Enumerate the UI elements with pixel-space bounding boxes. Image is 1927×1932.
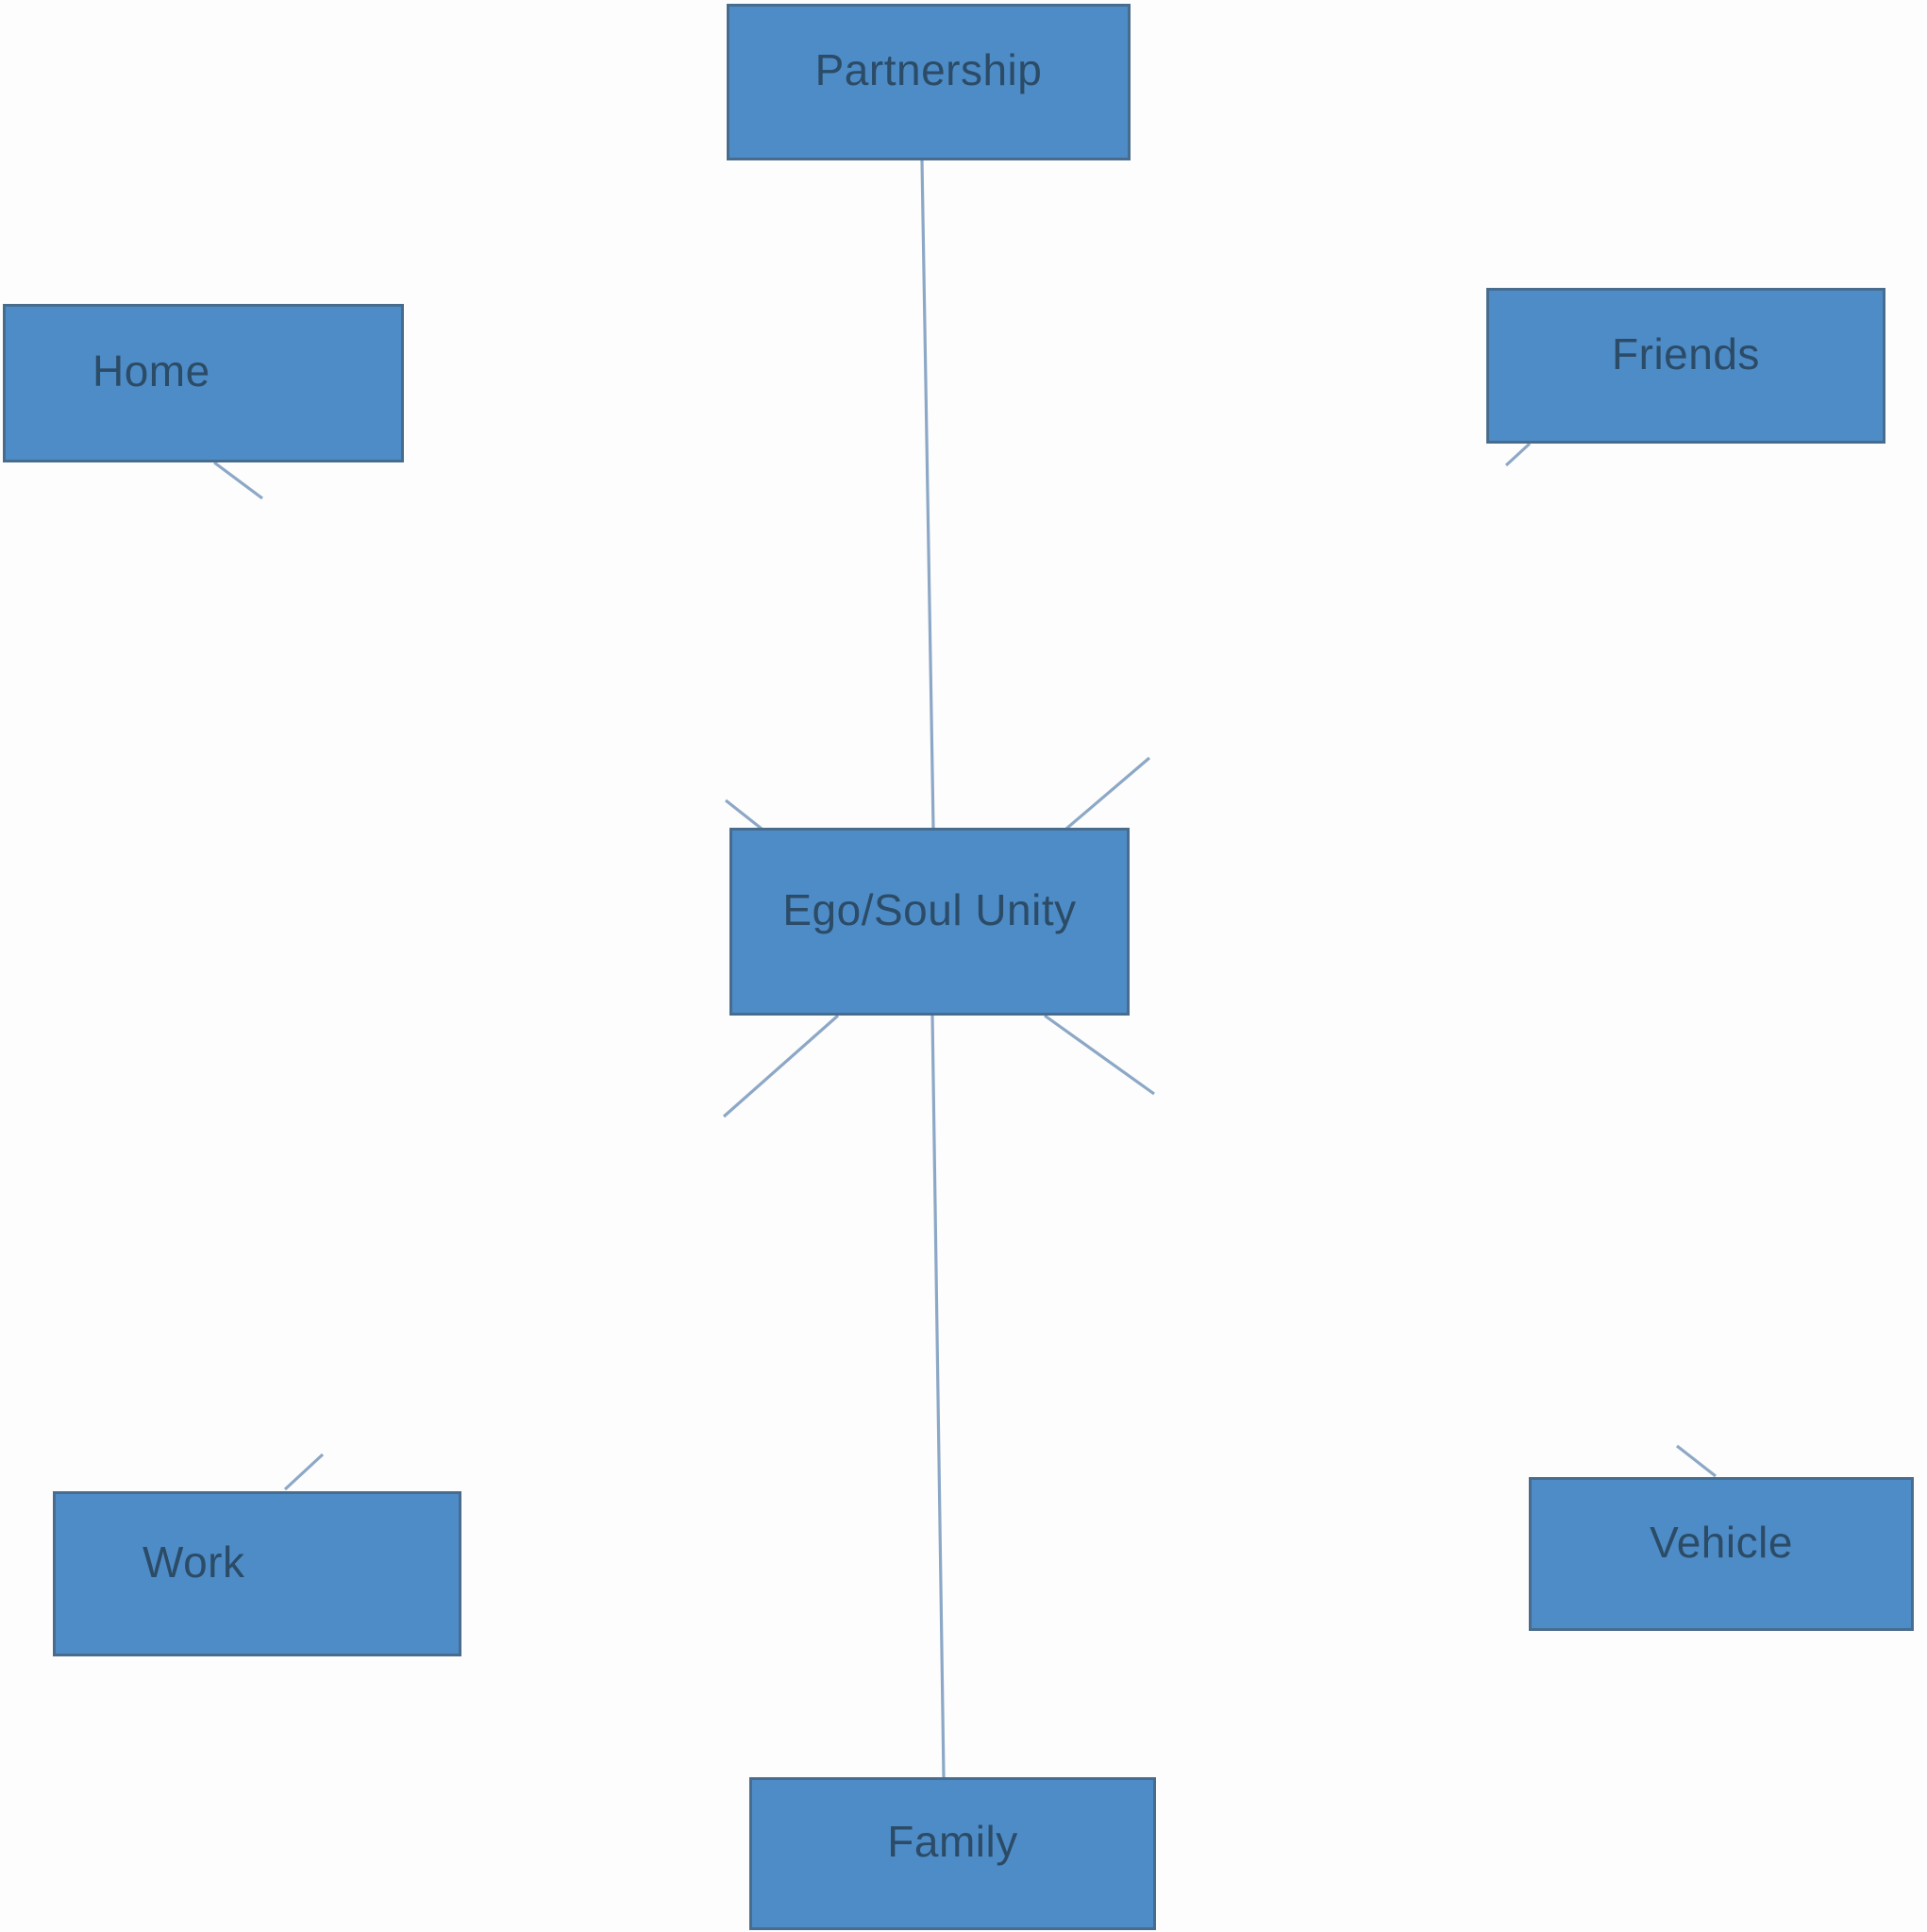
node-partnership: Partnership (727, 4, 1131, 160)
connector-center-lower-left-stub-line (722, 1014, 840, 1118)
connector-friends-stub-line (1504, 442, 1532, 467)
node-family-label: Family (887, 1817, 1018, 1866)
connector-vehicle-stub-line (1676, 1444, 1717, 1478)
connector-partnership-center-line (920, 160, 935, 829)
connector-center-lower-right-stub-line (1044, 1014, 1155, 1096)
node-family: Family (749, 1777, 1156, 1930)
node-home-label: Home (92, 346, 210, 395)
connector-home-stub-line (213, 461, 263, 500)
node-vehicle: Vehicle (1529, 1477, 1914, 1631)
node-ego-soul-unity: Ego/Soul Unity (729, 828, 1130, 1016)
connector-center-upper-right-stub-line (1064, 756, 1151, 831)
node-ego-soul-unity-label: Ego/Soul Unity (782, 884, 1077, 934)
node-work: Work (53, 1491, 461, 1656)
node-home: Home (3, 304, 404, 462)
node-friends-label: Friends (1612, 328, 1760, 378)
node-partnership-label: Partnership (814, 45, 1043, 94)
node-vehicle-label: Vehicle (1650, 1517, 1793, 1567)
node-work-label: Work (142, 1537, 245, 1587)
connector-work-stub-line (283, 1453, 325, 1491)
node-friends: Friends (1486, 288, 1885, 444)
connector-center-upper-left-stub-line (725, 798, 762, 831)
connector-center-family-line (930, 1015, 946, 1778)
